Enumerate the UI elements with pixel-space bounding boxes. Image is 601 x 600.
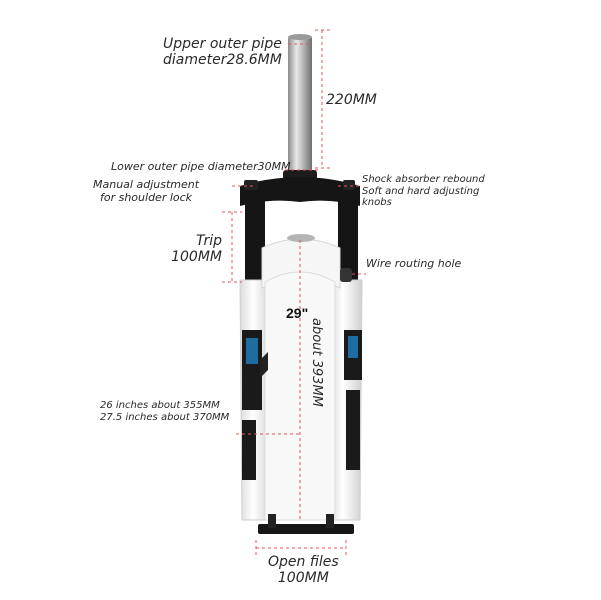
left-stanchion: [245, 200, 265, 290]
dimension-lines: [222, 29, 366, 556]
manual-lock-label: Manual adjustment for shoulder lock: [93, 178, 200, 204]
arch-brace: [287, 234, 315, 242]
right-stanchion: [338, 200, 358, 290]
crown: [240, 177, 360, 206]
rebound-label: Shock absorber rebound Soft and hard adj…: [362, 174, 485, 208]
size-26-275-label: 26 inches about 355MM 27.5 inches about …: [100, 400, 230, 423]
rebound-knob: [343, 180, 355, 190]
lockout-knob: [244, 180, 258, 190]
right-leg-decal: [344, 330, 362, 470]
size-29-label: 29": [286, 305, 309, 321]
steerer-tube: [288, 36, 312, 176]
trip-label: Trip 100MM: [171, 233, 222, 266]
wire-routing-post: [340, 268, 352, 282]
open-files-label: Open files 100MM: [268, 554, 339, 587]
left-leg-decal: [242, 330, 268, 480]
lower-pipe-label: Lower outer pipe diameter30MM: [111, 160, 291, 173]
length-220-label: 220MM: [326, 92, 377, 108]
wire-hole-label: Wire routing hole: [366, 257, 462, 270]
upper-pipe-label: Upper outer pipe diameter28.6MM: [163, 36, 282, 69]
size-393-label: about 393MM: [309, 318, 324, 407]
steerer-top: [288, 34, 312, 40]
